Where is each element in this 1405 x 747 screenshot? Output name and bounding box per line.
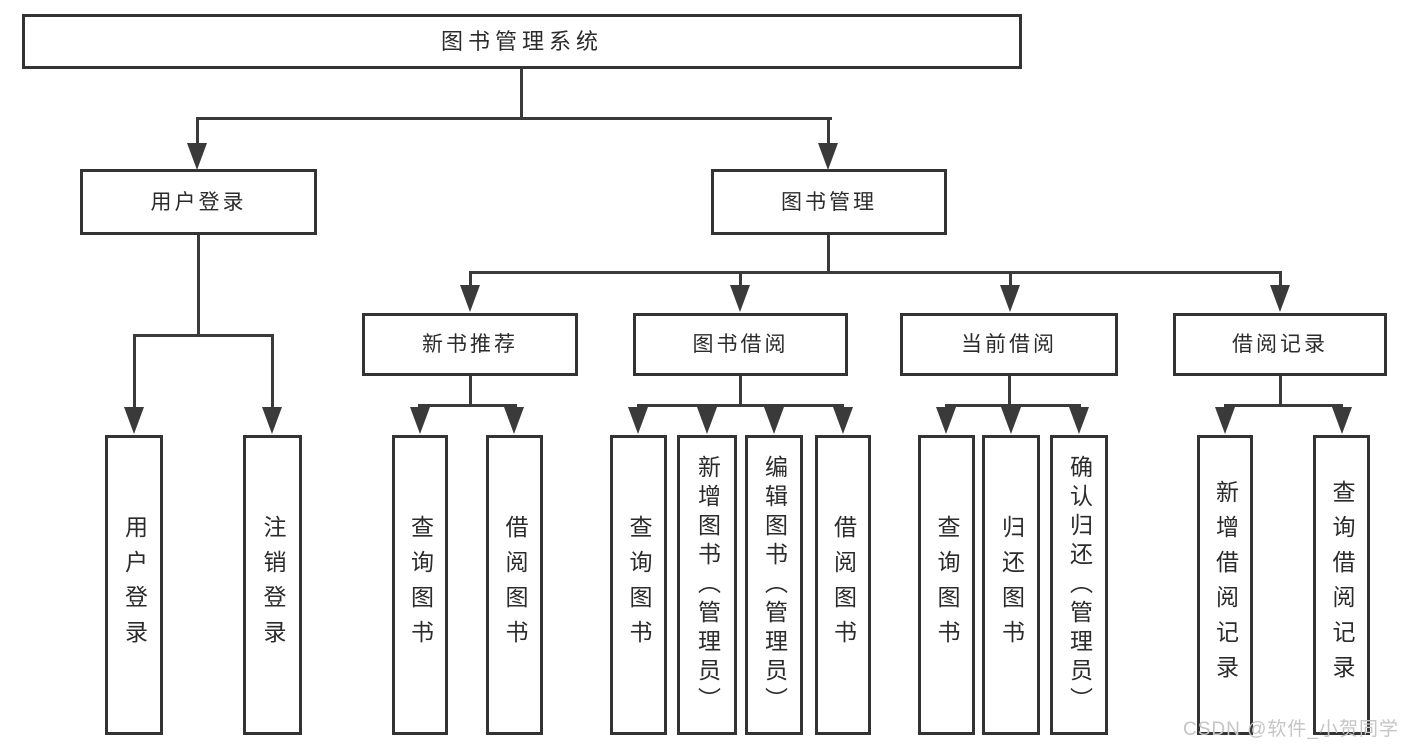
- arrowhead-down-icon: [410, 407, 430, 434]
- node-leaf-borrow-books-label: 借阅图书: [830, 515, 857, 655]
- csdn-watermark: CSDN @软件_小贺同学: [1183, 719, 1399, 740]
- node-book-borrow-label: 图书借阅: [692, 333, 789, 356]
- connector-root-stem: [520, 69, 523, 119]
- arrowhead-down-icon: [187, 143, 207, 170]
- node-leaf-add-borrow-record-label: 新增借阅记录: [1212, 480, 1239, 690]
- arrowhead-down-icon: [764, 407, 784, 434]
- node-leaf-confirm-return-admin-label: 确认归还（管理员）: [1066, 454, 1093, 716]
- node-leaf-return-book: 归还图书: [982, 435, 1040, 735]
- connector-user-login-stem: [197, 235, 200, 336]
- node-new-book-recommend-label: 新书推荐: [422, 333, 518, 356]
- arrowhead-down-icon: [730, 285, 750, 312]
- connector-borrow-records-bar: [1224, 404, 1343, 407]
- connector-user-login-bar: [133, 334, 274, 337]
- node-current-borrow: 当前借阅: [900, 313, 1118, 376]
- node-root: 图书管理系统: [22, 14, 1022, 69]
- connector-drop-new-book: [469, 273, 472, 286]
- connector-drop-borrow-records: [1279, 273, 1282, 286]
- connector-new-book-bar: [418, 404, 517, 407]
- arrowhead-down-icon: [697, 407, 717, 434]
- arrowhead-down-icon: [1001, 407, 1021, 434]
- arrowhead-down-icon: [1000, 285, 1020, 312]
- connector-book-borrow-stem: [739, 376, 742, 406]
- arrowhead-down-icon: [262, 407, 282, 434]
- node-borrow-records: 借阅记录: [1173, 313, 1387, 376]
- node-root-label: 图书管理系统: [440, 28, 603, 54]
- node-leaf-user-login-label: 用户登录: [121, 515, 148, 655]
- arrowhead-down-icon: [1270, 285, 1290, 312]
- connector-drop-current-borrow: [1009, 273, 1012, 286]
- node-leaf-query-books-current-label: 查询图书: [934, 515, 960, 655]
- arrowhead-down-icon: [124, 407, 144, 434]
- node-leaf-borrow-books-recommend: 借阅图书: [486, 435, 543, 735]
- connector-drop-book-management: [827, 118, 830, 144]
- node-leaf-query-books-recommend: 查询图书: [392, 435, 448, 735]
- node-leaf-edit-book-admin-label: 编辑图书（管理员）: [761, 454, 788, 716]
- node-leaf-add-book-admin: 新增图书（管理员）: [677, 435, 737, 735]
- arrowhead-down-icon: [1332, 407, 1352, 434]
- connector-book-management-stem: [827, 235, 830, 274]
- connector-current-borrow-stem: [1008, 376, 1011, 406]
- node-leaf-logout-label: 注销登录: [260, 515, 286, 655]
- connector-book-management-bar: [469, 271, 1282, 274]
- connector-drop-logout-leaf: [271, 336, 274, 408]
- connector-drop-user-login: [196, 118, 199, 144]
- connector-borrow-records-stem: [1279, 376, 1282, 406]
- node-leaf-edit-book-admin: 编辑图书（管理员）: [745, 435, 803, 735]
- node-leaf-return-book-label: 归还图书: [998, 515, 1025, 655]
- connector-drop-book-borrow: [739, 273, 742, 286]
- node-book-borrow: 图书借阅: [633, 313, 848, 376]
- arrowhead-down-icon: [504, 407, 524, 434]
- node-borrow-records-label: 借阅记录: [1232, 333, 1328, 356]
- arrowhead-down-icon: [628, 407, 648, 434]
- node-book-management-label: 图书管理: [781, 190, 877, 214]
- node-leaf-confirm-return-admin: 确认归还（管理员）: [1050, 435, 1108, 735]
- node-leaf-query-books-current: 查询图书: [918, 435, 975, 735]
- connector-current-borrow-bar: [945, 404, 1081, 407]
- connector-book-borrow-bar: [637, 404, 844, 407]
- node-new-book-recommend: 新书推荐: [362, 313, 578, 376]
- arrowhead-down-icon: [818, 143, 838, 170]
- connector-new-book-stem: [469, 376, 472, 406]
- node-leaf-query-books-borrow: 查询图书: [610, 435, 667, 735]
- arrowhead-down-icon: [1215, 407, 1235, 434]
- arrowhead-down-icon: [1069, 407, 1089, 434]
- node-leaf-borrow-books-recommend-label: 借阅图书: [502, 515, 528, 655]
- node-user-login-label: 用户登录: [150, 190, 247, 214]
- node-leaf-user-login: 用户登录: [105, 435, 163, 735]
- node-user-login: 用户登录: [80, 169, 317, 235]
- node-current-borrow-label: 当前借阅: [961, 333, 1057, 356]
- node-leaf-query-books-borrow-label: 查询图书: [626, 515, 652, 655]
- arrowhead-down-icon: [460, 285, 480, 312]
- node-leaf-add-book-admin-label: 新增图书（管理员）: [694, 454, 721, 716]
- node-leaf-add-borrow-record: 新增借阅记录: [1197, 435, 1253, 735]
- node-leaf-logout: 注销登录: [243, 435, 302, 735]
- node-leaf-borrow-books: 借阅图书: [815, 435, 871, 735]
- arrowhead-down-icon: [936, 407, 956, 434]
- node-book-management: 图书管理: [711, 169, 947, 235]
- node-leaf-query-borrow-record: 查询借阅记录: [1313, 435, 1370, 735]
- connector-root-bar: [196, 117, 832, 120]
- node-leaf-query-borrow-record-label: 查询借阅记录: [1329, 480, 1355, 690]
- node-leaf-query-books-recommend-label: 查询图书: [407, 515, 434, 655]
- arrowhead-down-icon: [833, 407, 853, 434]
- connector-drop-login-leaf: [133, 336, 136, 408]
